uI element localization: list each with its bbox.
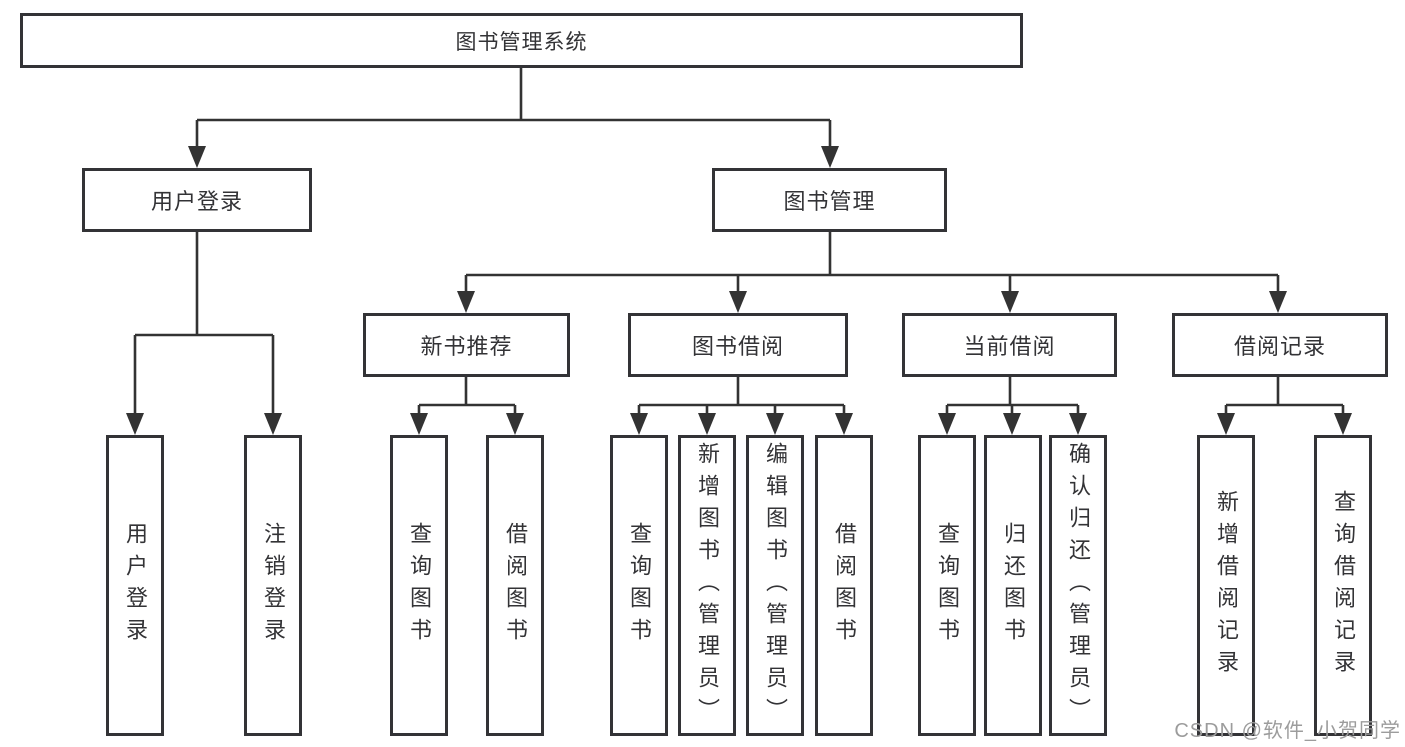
leaf-add-borrow-record: 新增借阅记录 <box>1197 435 1255 736</box>
leaf-borrow-books-label: 借阅图书 <box>832 521 857 650</box>
leaf-query-books-borrowing-label: 查询图书 <box>627 521 652 650</box>
node-user-login-label: 用户登录 <box>150 189 243 214</box>
node-root-label: 图书管理系统 <box>455 30 588 54</box>
leaf-edit-book-admin: 编辑图书（管理员） <box>746 435 804 736</box>
leaf-borrow-books: 借阅图书 <box>815 435 873 736</box>
node-root: 图书管理系统 <box>20 13 1023 68</box>
node-new-book-recommend-label: 新书推荐 <box>420 334 513 359</box>
leaf-borrow-books-recommend-label: 借阅图书 <box>503 521 528 650</box>
leaf-edit-book-admin-label: 编辑图书（管理员） <box>763 441 788 730</box>
watermark: CSDN @软件_小贺同学 <box>1174 720 1401 742</box>
leaf-user-login-label: 用户登录 <box>123 521 148 650</box>
leaf-return-books: 归还图书 <box>984 435 1042 736</box>
leaf-add-borrow-record-label: 新增借阅记录 <box>1214 489 1239 682</box>
node-book-borrowing-label: 图书借阅 <box>691 334 784 359</box>
node-book-management: 图书管理 <box>712 168 947 232</box>
node-borrow-records: 借阅记录 <box>1172 313 1388 377</box>
leaf-query-books-borrowing: 查询图书 <box>610 435 668 736</box>
leaf-confirm-return-admin-label: 确认归还（管理员） <box>1066 441 1091 730</box>
leaf-add-book-admin-label: 新增图书（管理员） <box>695 441 720 730</box>
leaf-query-books-recommend-label: 查询图书 <box>407 521 432 650</box>
leaf-query-books-current: 查询图书 <box>918 435 976 736</box>
node-borrow-records-label: 借阅记录 <box>1233 334 1326 359</box>
node-book-borrowing: 图书借阅 <box>628 313 848 377</box>
leaf-user-login: 用户登录 <box>106 435 164 736</box>
leaf-logout: 注销登录 <box>244 435 302 736</box>
leaf-query-books-recommend: 查询图书 <box>390 435 448 736</box>
node-current-borrowing-label: 当前借阅 <box>963 334 1056 359</box>
leaf-confirm-return-admin: 确认归还（管理员） <box>1049 435 1107 736</box>
leaf-logout-label: 注销登录 <box>261 521 286 650</box>
leaf-add-book-admin: 新增图书（管理员） <box>678 435 736 736</box>
leaf-query-borrow-record-label: 查询借阅记录 <box>1331 489 1356 682</box>
node-book-management-label: 图书管理 <box>783 189 876 214</box>
node-user-login: 用户登录 <box>82 168 312 232</box>
node-new-book-recommend: 新书推荐 <box>363 313 570 377</box>
arrowheads <box>126 146 1352 435</box>
leaf-borrow-books-recommend: 借阅图书 <box>486 435 544 736</box>
node-current-borrowing: 当前借阅 <box>902 313 1117 377</box>
leaf-return-books-label: 归还图书 <box>1001 521 1026 650</box>
leaf-query-borrow-record: 查询借阅记录 <box>1314 435 1372 736</box>
leaf-query-books-current-label: 查询图书 <box>935 521 960 650</box>
